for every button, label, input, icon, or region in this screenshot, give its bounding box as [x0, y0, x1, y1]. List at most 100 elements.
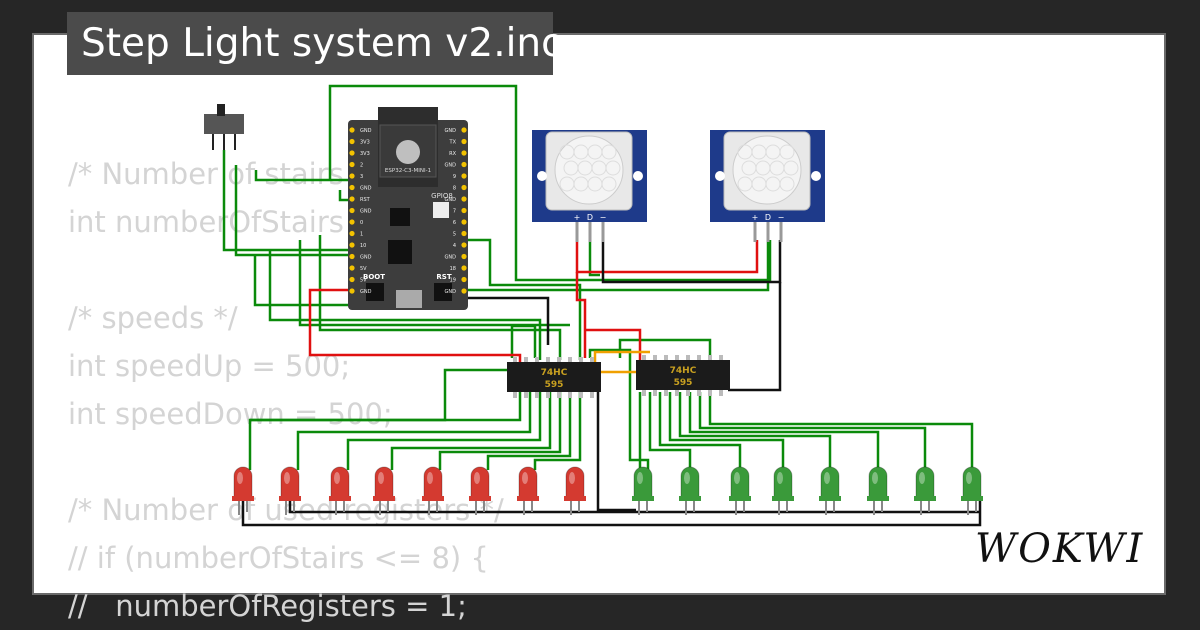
green-led[interactable]: [914, 466, 936, 515]
pin-dot[interactable]: [461, 288, 467, 294]
chip-pin[interactable]: [664, 390, 668, 396]
red-led[interactable]: [517, 466, 539, 515]
pir-pin[interactable]: [753, 222, 757, 242]
red-led[interactable]: [422, 466, 444, 515]
chip-pin[interactable]: [664, 355, 668, 361]
red-led[interactable]: [469, 466, 491, 515]
pin-dot[interactable]: [461, 276, 467, 283]
pin-dot[interactable]: [461, 242, 467, 248]
chip-pin[interactable]: [642, 355, 646, 361]
green-led[interactable]: [679, 466, 701, 515]
pin-dot[interactable]: [349, 127, 355, 133]
chip-pin[interactable]: [579, 357, 583, 363]
chip-pin[interactable]: [653, 355, 657, 361]
pin-label: 10: [360, 243, 366, 249]
chip-pin[interactable]: [675, 355, 679, 361]
pin-dot[interactable]: [349, 242, 355, 248]
pin-dot[interactable]: [349, 184, 355, 191]
rst-button[interactable]: [434, 283, 452, 301]
pin-dot[interactable]: [349, 265, 355, 271]
chip-pin[interactable]: [524, 357, 528, 363]
pin-dot[interactable]: [461, 219, 467, 225]
pin-dot[interactable]: [461, 161, 467, 168]
wokwi-logo: WOKWI: [975, 526, 1145, 572]
pir-pin[interactable]: [779, 222, 783, 242]
pir-sensor[interactable]: +D−: [710, 130, 825, 242]
pir-pin[interactable]: [601, 222, 605, 242]
chip-label: 74HC: [670, 366, 697, 376]
led-shine: [966, 472, 972, 484]
chip-pin[interactable]: [697, 355, 701, 361]
switch-knob[interactable]: [217, 104, 225, 116]
chip-pin[interactable]: [579, 392, 583, 398]
pir-pin[interactable]: [766, 222, 770, 242]
green-led[interactable]: [729, 466, 751, 515]
code-line: int speedDown = 500;: [68, 397, 393, 431]
chip-pin[interactable]: [535, 392, 539, 398]
pin-dot[interactable]: [349, 219, 355, 225]
pin-dot[interactable]: [349, 161, 355, 168]
pin-dot[interactable]: [461, 184, 467, 191]
pin-dot[interactable]: [349, 276, 355, 283]
red-led[interactable]: [279, 466, 301, 515]
pir-sensor[interactable]: +D−: [532, 130, 647, 242]
pin-dot[interactable]: [461, 173, 467, 179]
pin-dot[interactable]: [461, 265, 467, 271]
slide-switch[interactable]: [204, 104, 244, 150]
pin-dot[interactable]: [349, 138, 355, 145]
esp32-c3-board[interactable]: ESP32-C3-MINI-1 GPIO8 BOOT RST GND3V33V3…: [348, 107, 468, 310]
chip-pin[interactable]: [642, 390, 646, 396]
chip-pin[interactable]: [590, 357, 594, 363]
chip-pin[interactable]: [590, 392, 594, 398]
pin-dot[interactable]: [349, 173, 355, 179]
pin-dot[interactable]: [349, 253, 355, 260]
chip-pin[interactable]: [686, 355, 690, 361]
green-led[interactable]: [961, 466, 983, 515]
red-led[interactable]: [373, 466, 395, 515]
pir-lens: [732, 135, 802, 205]
pin-dot[interactable]: [349, 207, 355, 214]
green-led[interactable]: [772, 466, 794, 515]
green-led[interactable]: [867, 466, 889, 515]
chip-pin[interactable]: [557, 392, 561, 398]
chip-pin[interactable]: [653, 390, 657, 396]
pin-dot[interactable]: [461, 230, 467, 237]
chip-pin[interactable]: [513, 357, 517, 363]
pir-pin[interactable]: [575, 222, 579, 242]
chip-pin[interactable]: [546, 392, 550, 398]
pin-dot[interactable]: [461, 150, 467, 156]
green-led[interactable]: [819, 466, 841, 515]
pin-dot[interactable]: [349, 288, 355, 294]
pin-dot[interactable]: [349, 196, 355, 202]
pin-dot[interactable]: [461, 207, 467, 214]
red-led[interactable]: [232, 466, 254, 515]
led-rim: [329, 496, 351, 501]
chip-pin[interactable]: [697, 390, 701, 396]
chip-pin[interactable]: [546, 357, 550, 363]
pin-dot[interactable]: [461, 138, 467, 145]
pin-dot[interactable]: [349, 150, 355, 156]
chip-pin[interactable]: [708, 355, 712, 361]
chip-pin[interactable]: [524, 392, 528, 398]
chip-pin[interactable]: [568, 357, 572, 363]
chip-pin[interactable]: [719, 390, 723, 396]
boot-button[interactable]: [366, 283, 384, 301]
pin-dot[interactable]: [461, 253, 467, 260]
chip-pin[interactable]: [675, 390, 679, 396]
red-led[interactable]: [329, 466, 351, 515]
chip-pin[interactable]: [535, 357, 539, 363]
chip-pin[interactable]: [568, 392, 572, 398]
green-led[interactable]: [632, 466, 654, 515]
chip-pin[interactable]: [686, 390, 690, 396]
chip-pin[interactable]: [557, 357, 561, 363]
chip-pin[interactable]: [719, 355, 723, 361]
pin-dot[interactable]: [461, 127, 467, 133]
pin-dot[interactable]: [349, 230, 355, 237]
chip-pin[interactable]: [513, 392, 517, 398]
pin-dot[interactable]: [461, 196, 467, 202]
chip-pin[interactable]: [708, 390, 712, 396]
pir-pin[interactable]: [588, 222, 592, 242]
red-led[interactable]: [564, 466, 586, 515]
